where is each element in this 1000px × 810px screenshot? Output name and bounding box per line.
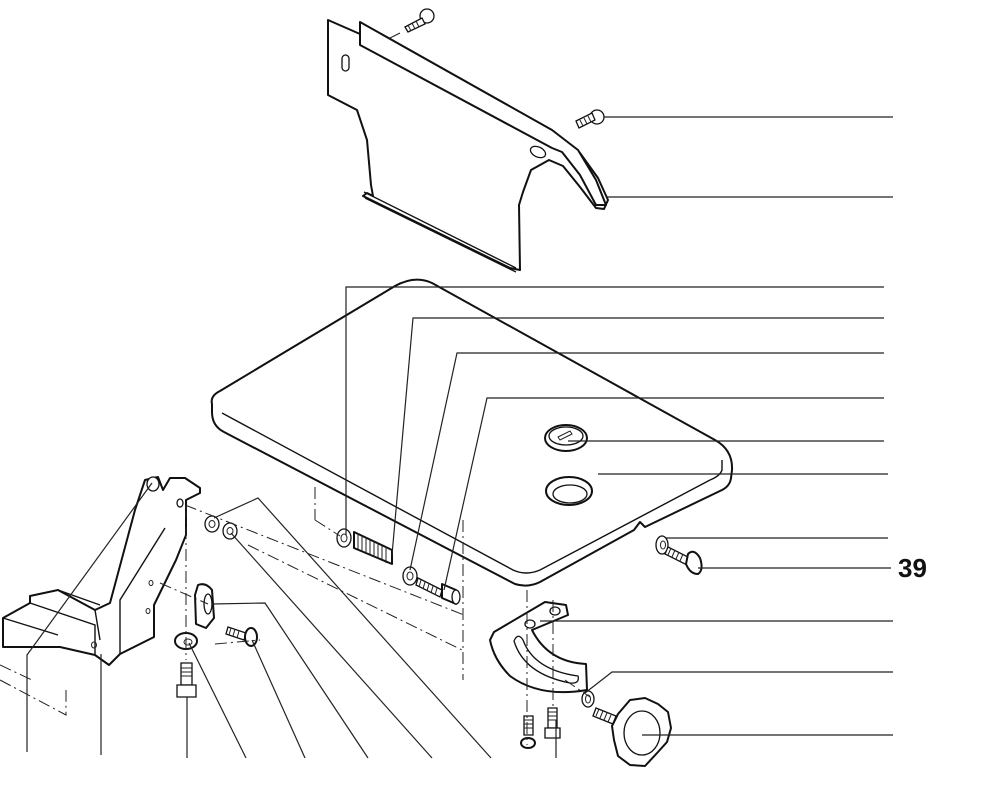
blade-guard <box>327 19 609 273</box>
cap-screw <box>415 577 461 605</box>
table-plate <box>210 278 734 587</box>
tilt-segment <box>489 601 588 694</box>
clamp-screw <box>225 626 258 647</box>
callout-label-39: 39 <box>898 553 927 583</box>
table-insert-ring <box>545 476 593 506</box>
guard-screw-top <box>389 8 435 39</box>
compression-spring <box>353 531 393 565</box>
edge-washer <box>655 535 669 555</box>
lock-knob <box>592 697 672 767</box>
right-leader-lines <box>345 116 893 736</box>
bottom-screw <box>176 662 197 698</box>
spring-washer-2 <box>402 566 418 586</box>
bottom-leader-lines <box>26 482 557 759</box>
spring-washer-1 <box>336 528 352 548</box>
clamp-block <box>194 583 215 629</box>
table-insert-cap <box>544 424 588 452</box>
guard-screw-right <box>575 109 605 129</box>
support-arm <box>2 476 201 666</box>
edge-screw <box>664 546 703 575</box>
knob-washer <box>581 690 595 708</box>
